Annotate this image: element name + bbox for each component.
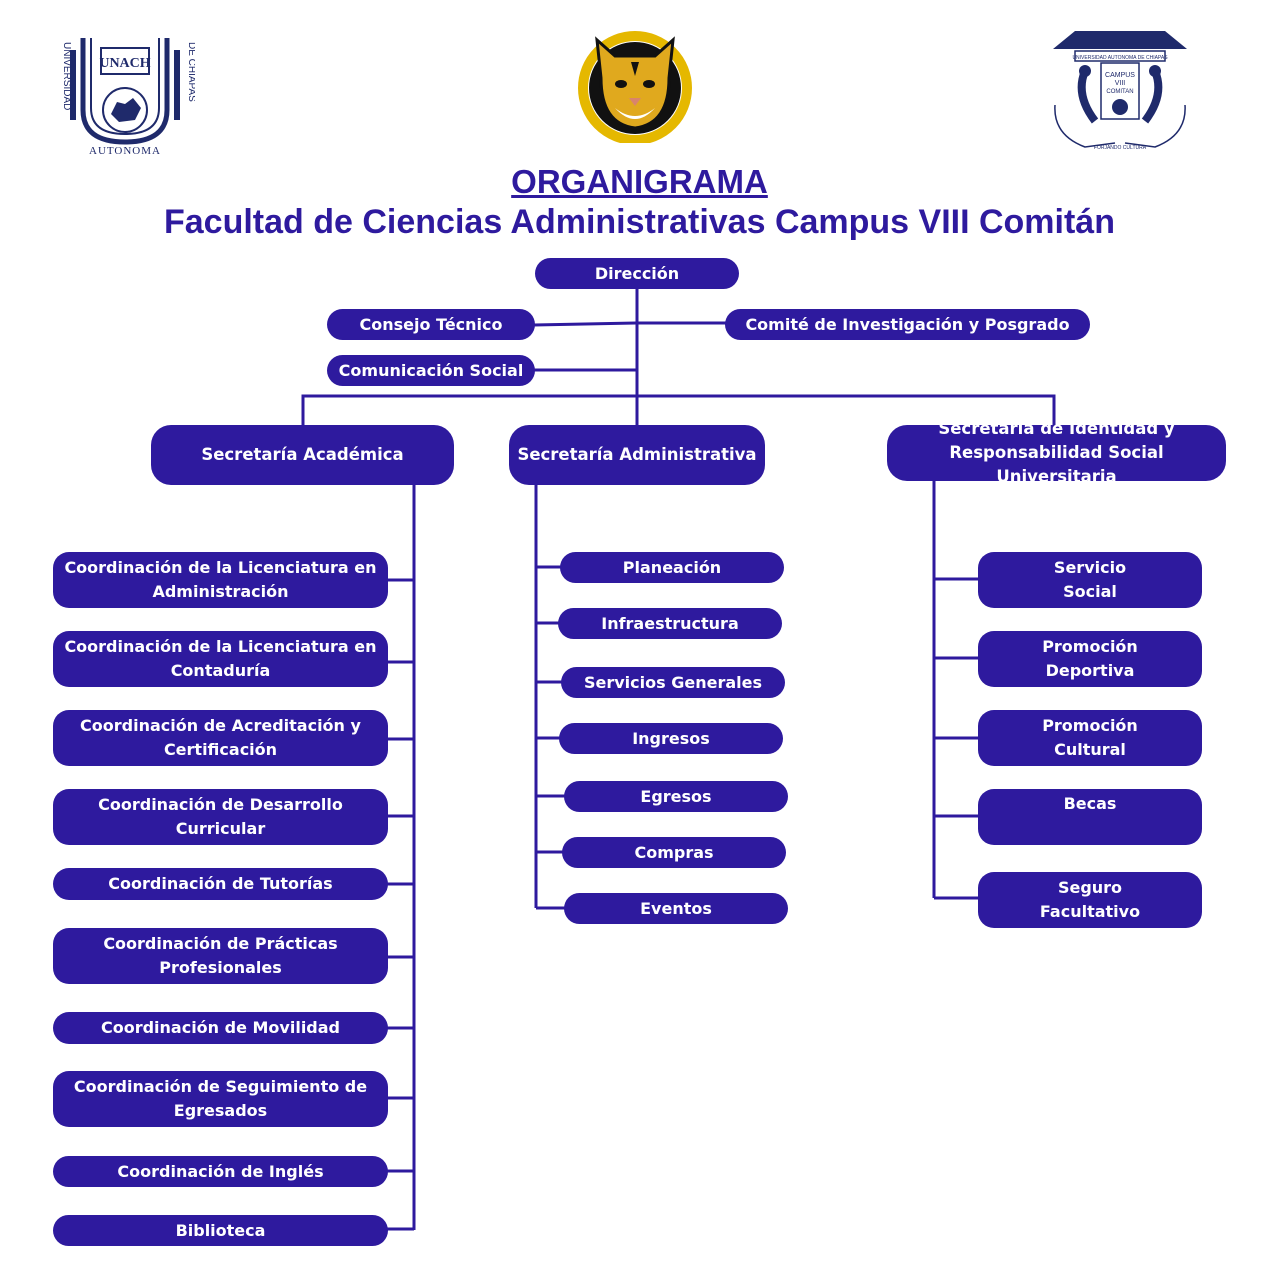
unach-logo: UNACH UNIVERSIDAD DE CHIAPAS AUTONOMA (61, 38, 195, 157)
campus-banner-text: UNIVERSIDAD AUTONOMA DE CHIAPAS (1072, 55, 1168, 61)
node-ingresos[interactable]: Ingresos (559, 723, 783, 754)
node-coord-practicas[interactable]: Coordinación de Prácticas Profesionales (53, 928, 388, 984)
node-coord-lic-contaduria[interactable]: Coordinación de la Licenciatura en Conta… (53, 631, 388, 687)
page-title: ORGANIGRAMA (511, 163, 768, 200)
node-coord-ingles[interactable]: Coordinación de Inglés (53, 1156, 388, 1187)
node-secretaria-identidad[interactable]: Secretaría de Identidad y Responsabilida… (887, 419, 1226, 486)
unach-bottom-text: AUTONOMA (89, 145, 161, 157)
unach-top-text: UNACH (99, 56, 150, 71)
ocelot-mascot-logo (578, 31, 692, 143)
node-servicio-social[interactable]: Servicio Social (978, 552, 1202, 608)
node-promocion-deportiva[interactable]: Promoción Deportiva (978, 631, 1202, 687)
node-planeacion[interactable]: Planeación (560, 552, 784, 583)
node-promocion-cultural[interactable]: Promoción Cultural (978, 710, 1202, 766)
node-coord-tutorias[interactable]: Coordinación de Tutorías (53, 868, 388, 900)
node-coord-movilidad[interactable]: Coordinación de Movilidad (53, 1012, 388, 1044)
node-servicios-generales[interactable]: Servicios Generales (561, 667, 785, 698)
node-compras[interactable]: Compras (562, 837, 786, 868)
campus-text-2: VIII (1115, 80, 1126, 87)
node-comunicacion-social[interactable]: Comunicación Social (327, 355, 535, 386)
node-secretaria-administrativa[interactable]: Secretaría Administrativa (509, 425, 765, 485)
page-subtitle: Facultad de Ciencias Administrativas Cam… (164, 203, 1115, 241)
node-coord-desarrollo-curricular[interactable]: Coordinación de Desarrollo Curricular (53, 789, 388, 845)
node-direccion[interactable]: Dirección (535, 258, 739, 289)
unach-right-text: DE CHIAPAS (186, 42, 195, 102)
connector-secretarias-bar (301, 394, 1056, 426)
connector-consejo (533, 321, 638, 327)
node-infraestructura[interactable]: Infraestructura (558, 608, 782, 639)
node-coord-acreditacion[interactable]: Coordinación de Acreditación y Certifica… (53, 710, 388, 766)
node-seguro-facultativo[interactable]: Seguro Facultativo (978, 872, 1202, 928)
campus-text-3: COMITAN (1106, 89, 1133, 95)
node-consejo-tecnico[interactable]: Consejo Técnico (327, 309, 535, 340)
node-egresos[interactable]: Egresos (564, 781, 788, 812)
unach-left-text: UNIVERSIDAD (61, 42, 72, 110)
node-comite-investigacion[interactable]: Comité de Investigación y Posgrado (725, 309, 1090, 340)
node-becas[interactable]: Becas (978, 789, 1202, 845)
campus-motto: FORJANDO CULTURA (1094, 145, 1147, 151)
node-secretaria-academica[interactable]: Secretaría Académica (151, 425, 454, 485)
node-coord-seguimiento-egresados[interactable]: Coordinación de Seguimiento de Egresados (53, 1071, 388, 1127)
node-biblioteca[interactable]: Biblioteca (53, 1215, 388, 1246)
node-coord-lic-administracion[interactable]: Coordinación de la Licenciatura en Admin… (53, 552, 388, 608)
node-eventos[interactable]: Eventos (564, 893, 788, 924)
campus-text-1: CAMPUS (1105, 72, 1135, 79)
campus-viii-logo: UNIVERSIDAD AUTONOMA DE CHIAPAS CAMPUS V… (1053, 31, 1187, 151)
